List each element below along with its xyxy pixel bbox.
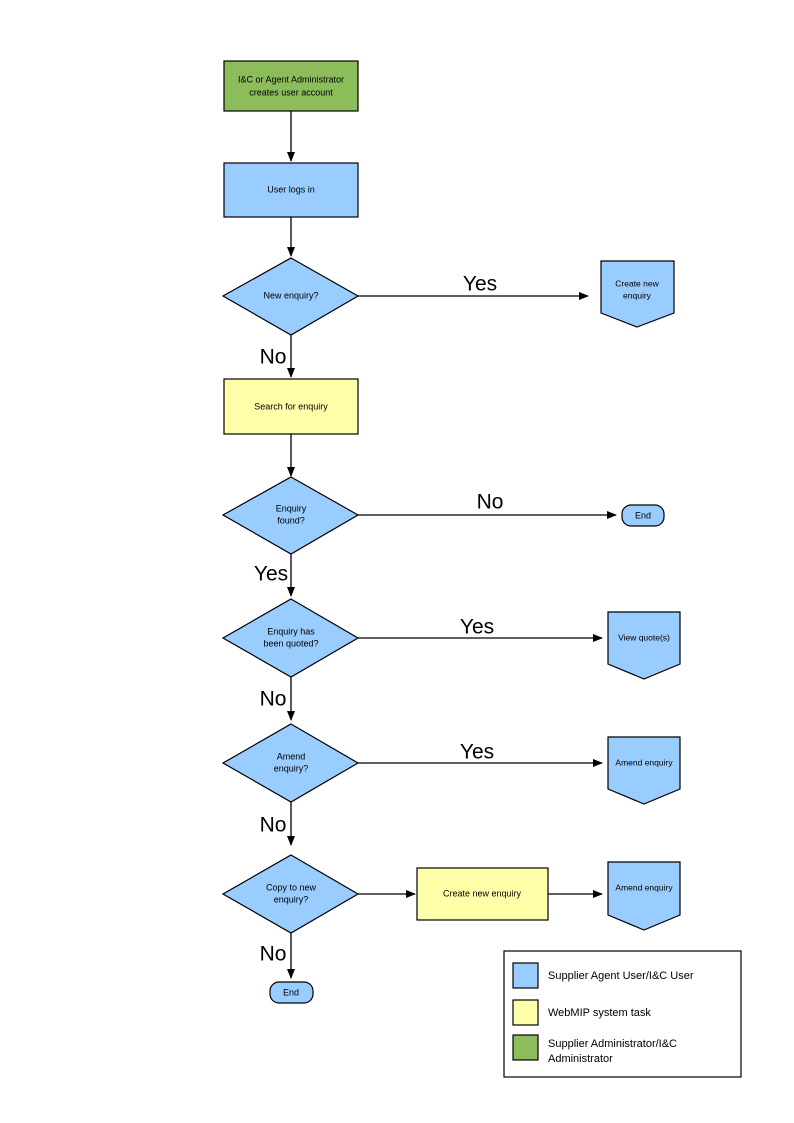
legend-label-actor-user: Supplier Agent User/I&C User — [548, 970, 694, 982]
node-label-line1: I&C or Agent Administrator — [238, 74, 344, 84]
node-enquiry-found-decision[interactable]: Enquiry found? — [221, 476, 360, 555]
edge-label-copy-no: No — [260, 943, 287, 966]
legend-swatch-administrator — [512, 1034, 539, 1061]
legend-label-administrator-line1: Supplier Administrator/I&C — [548, 1038, 677, 1050]
node-label-line2: enquiry? — [274, 894, 309, 904]
node-label-line1: End — [635, 510, 651, 520]
node-label-line1: Amend — [277, 751, 306, 761]
node-amend-enquiry-shield-2[interactable]: Amend enquiry — [607, 861, 681, 931]
legend-item-administrator: Supplier Administrator/I&C Administrator — [512, 1034, 677, 1065]
edge-label-quoted-no: No — [260, 688, 287, 711]
node-label-line1: End — [283, 987, 299, 997]
node-label-line2: enquiry — [623, 290, 652, 300]
edge-label-amend-no: No — [260, 814, 287, 837]
legend-label-system-task: WebMIP system task — [548, 1007, 651, 1019]
node-label-line2: found? — [277, 515, 305, 525]
node-create-new-enquiry-task[interactable]: Create new enquiry — [416, 867, 549, 921]
node-label-line2: creates user account — [249, 87, 333, 97]
node-label-line2: been quoted? — [263, 638, 318, 648]
edge-label-enquiry-found-no: No — [477, 491, 504, 514]
node-label-line1: Amend enquiry — [615, 882, 673, 892]
node-amend-enquiry-decision[interactable]: Amend enquiry? — [221, 723, 360, 803]
node-end-bottom[interactable]: End — [269, 981, 314, 1004]
node-admin-creates-account[interactable]: I&C or Agent Administrator creates user … — [223, 60, 359, 112]
legend-item-system-task: WebMIP system task — [512, 999, 651, 1026]
node-copy-to-new-enquiry-decision[interactable]: Copy to new enquiry? — [221, 854, 360, 934]
node-new-enquiry-decision[interactable]: New enquiry? — [221, 257, 360, 336]
edge-label-quoted-yes: Yes — [460, 616, 494, 639]
legend-label-administrator-line2: Administrator — [548, 1053, 613, 1065]
node-end-top[interactable]: End — [621, 504, 665, 527]
node-enquiry-quoted-decision[interactable]: Enquiry has been quoted? — [221, 598, 360, 678]
node-label-line1: Amend enquiry — [615, 757, 673, 767]
node-label-line1: View quote(s) — [618, 632, 670, 642]
edge-label-amend-yes: Yes — [460, 741, 494, 764]
node-label-line1: Enquiry — [276, 503, 307, 513]
node-create-new-enquiry-shield[interactable]: Create new enquiry — [600, 260, 675, 328]
node-search-for-enquiry[interactable]: Search for enquiry — [223, 378, 359, 435]
legend-item-actor-user: Supplier Agent User/I&C User — [512, 962, 694, 989]
node-label-line1: Copy to new — [266, 882, 317, 892]
edge-label-enquiry-found-yes: Yes — [254, 563, 288, 586]
legend: Supplier Agent User/I&C User WebMIP syst… — [503, 950, 742, 1078]
node-label-line1: Enquiry has — [267, 626, 315, 636]
legend-swatch-system-task — [512, 999, 539, 1026]
edges-group — [287, 111, 617, 979]
node-label-line1: Search for enquiry — [254, 401, 328, 411]
node-amend-enquiry-shield-1[interactable]: Amend enquiry — [607, 736, 681, 805]
node-label-line2: enquiry? — [274, 763, 309, 773]
node-user-logs-in[interactable]: User logs in — [223, 162, 359, 218]
legend-swatch-actor-user — [512, 962, 539, 989]
edge-label-new-enquiry-no: No — [260, 346, 287, 369]
node-view-quotes-shield[interactable]: View quote(s) — [607, 611, 681, 680]
edge-labels-group: Yes No No Yes Yes No Yes No No — [254, 273, 504, 966]
node-label-line1: New enquiry? — [263, 290, 318, 300]
node-label-line1: Create new enquiry — [443, 888, 522, 898]
edge-label-new-enquiry-yes: Yes — [463, 273, 497, 296]
node-label-line1: User logs in — [267, 184, 315, 194]
node-label-line1: Create new — [615, 278, 659, 288]
